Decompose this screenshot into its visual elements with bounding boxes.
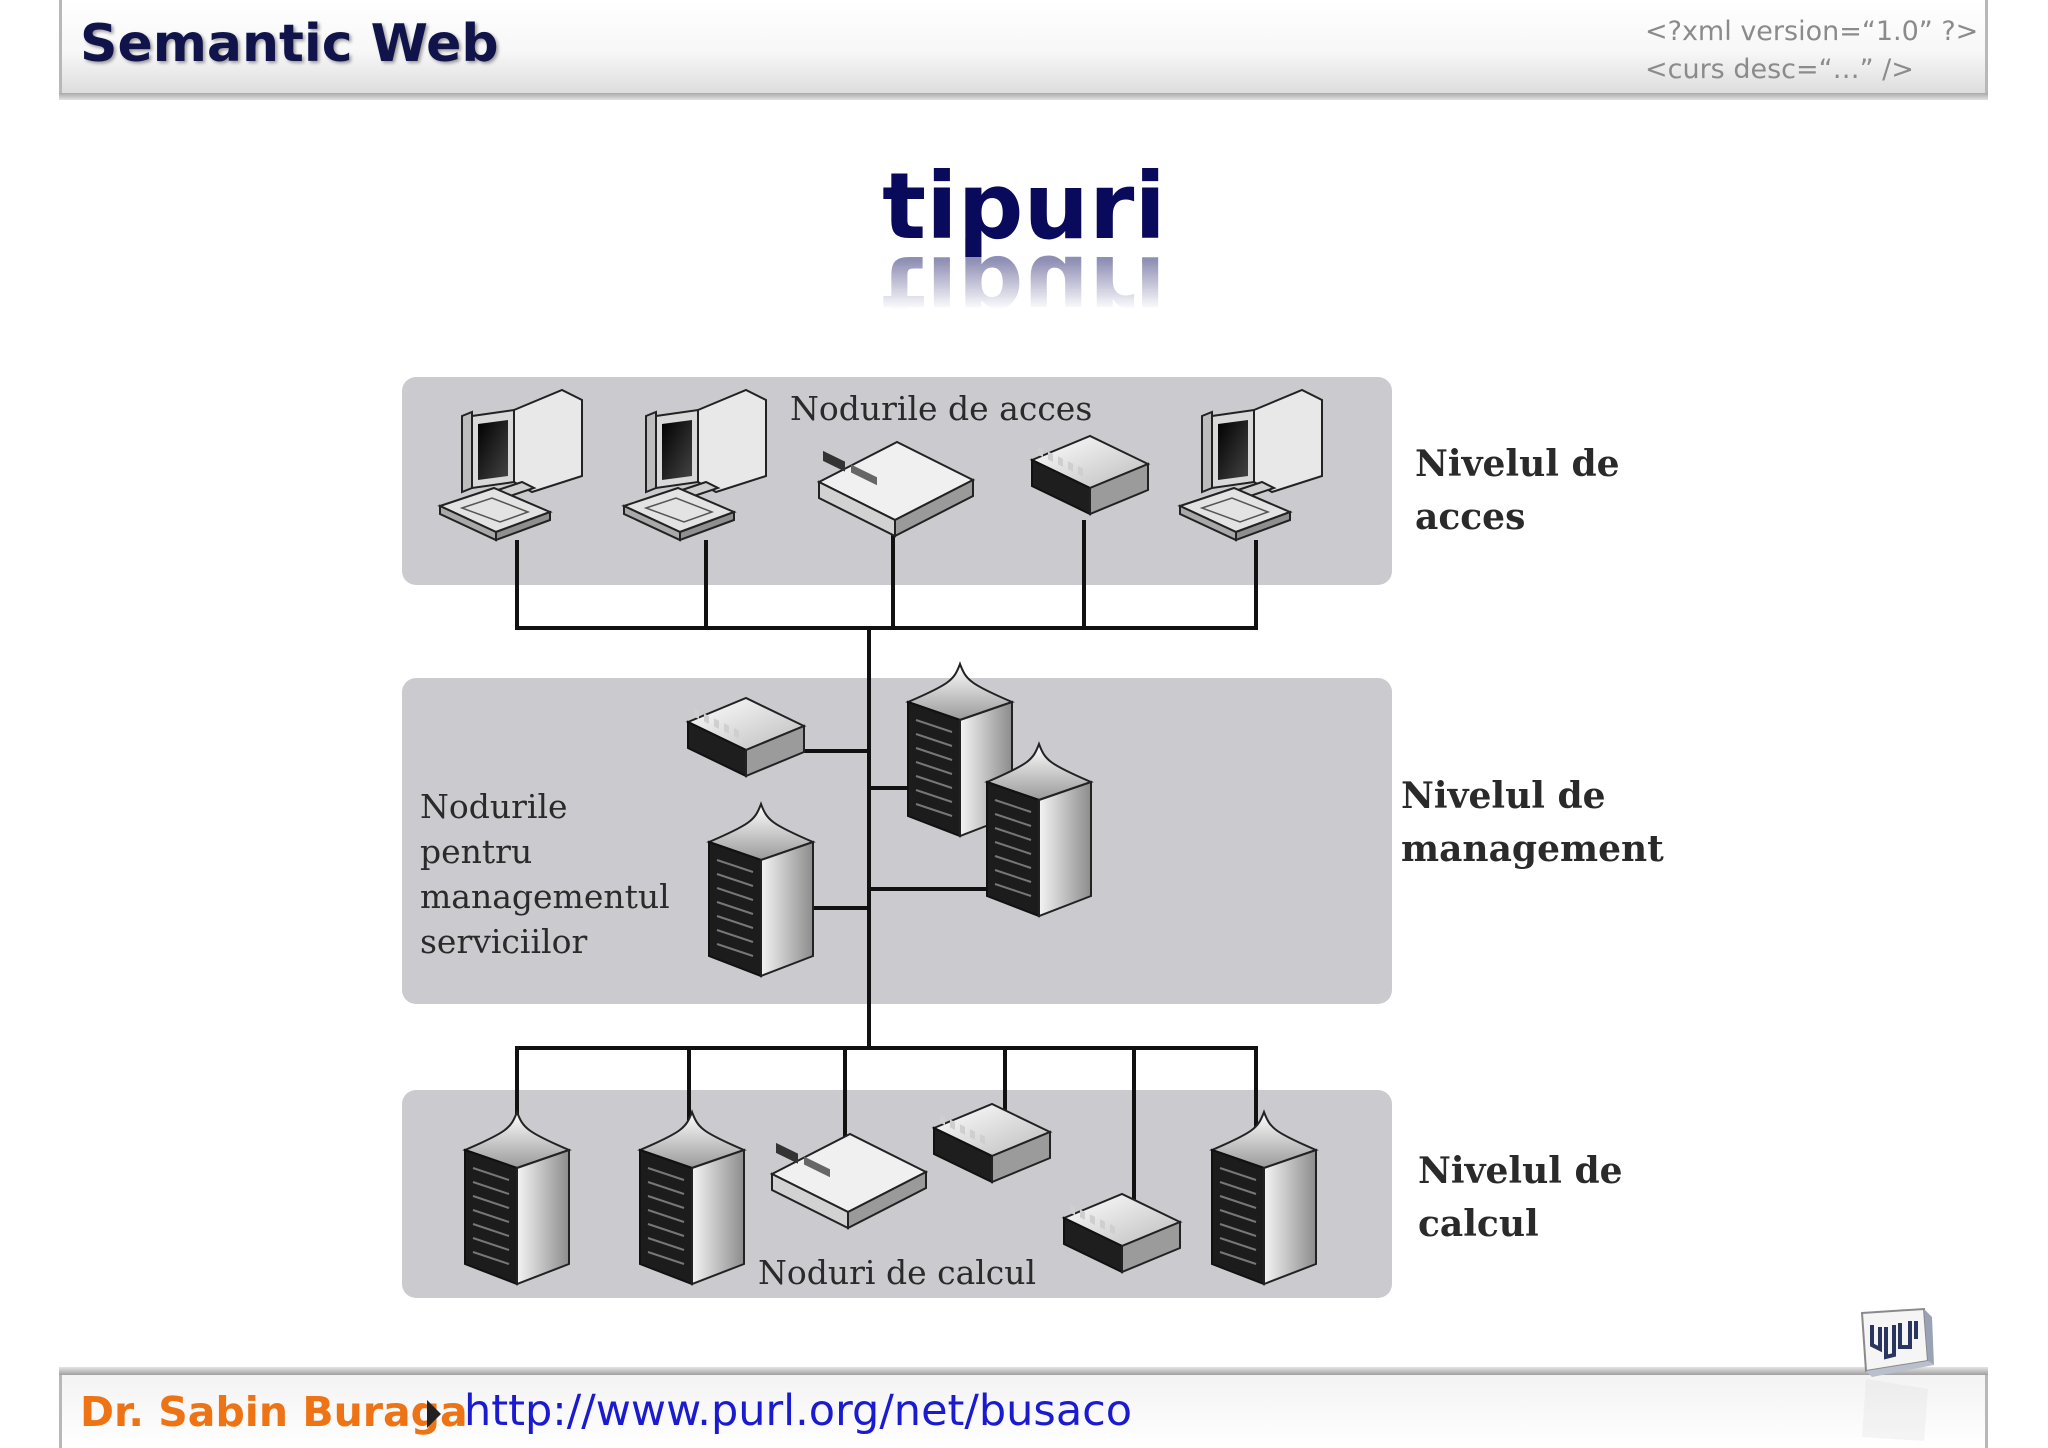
management-panel-label-line: pentru xyxy=(420,832,532,871)
header-bar xyxy=(59,0,1988,95)
slide-title: tipuri xyxy=(882,153,1166,260)
compute-level-label: Nivelul de calcul xyxy=(1418,1150,1635,1245)
footer-divider xyxy=(59,1367,1988,1375)
author-url-link[interactable]: http://www.purl.org/net/busaco xyxy=(464,1386,1133,1436)
access-panel-label: Nodurile de acces xyxy=(790,389,1092,428)
triangle-right-icon xyxy=(427,1400,441,1428)
xml-declaration: <?xml version=“1.0” ?> <curs desc=“…” /> xyxy=(1645,16,1979,85)
management-level-label: Nivelul de management xyxy=(1401,775,1664,870)
footer-bar xyxy=(59,1375,1988,1448)
management-level-label-line: Nivelul de xyxy=(1401,775,1606,817)
management-panel-label-line: Nodurile xyxy=(420,787,568,826)
course-title: Semantic Web xyxy=(80,14,499,74)
management-panel-label-line: serviciilor xyxy=(420,922,587,961)
management-panel-label-line: managementul xyxy=(420,877,670,916)
author-name: Dr. Sabin Buraga xyxy=(80,1388,468,1436)
network-links xyxy=(515,520,1258,1208)
university-logo-icon xyxy=(1860,1307,1934,1441)
compute-level-label-line: Nivelul de xyxy=(1418,1150,1623,1192)
access-level-label: Nivelul de acces xyxy=(1415,443,1632,538)
management-panel xyxy=(402,678,1392,1004)
access-level-label-line: acces xyxy=(1415,496,1525,538)
access-level-label-line: Nivelul de xyxy=(1415,443,1620,485)
compute-level-label-line: calcul xyxy=(1418,1203,1539,1245)
management-level-label-line: management xyxy=(1401,828,1664,870)
compute-panel-label: Noduri de calcul xyxy=(758,1253,1036,1292)
management-panel-label: Nodurile pentru managementul serviciilor xyxy=(420,787,680,961)
header-divider xyxy=(59,93,1988,100)
